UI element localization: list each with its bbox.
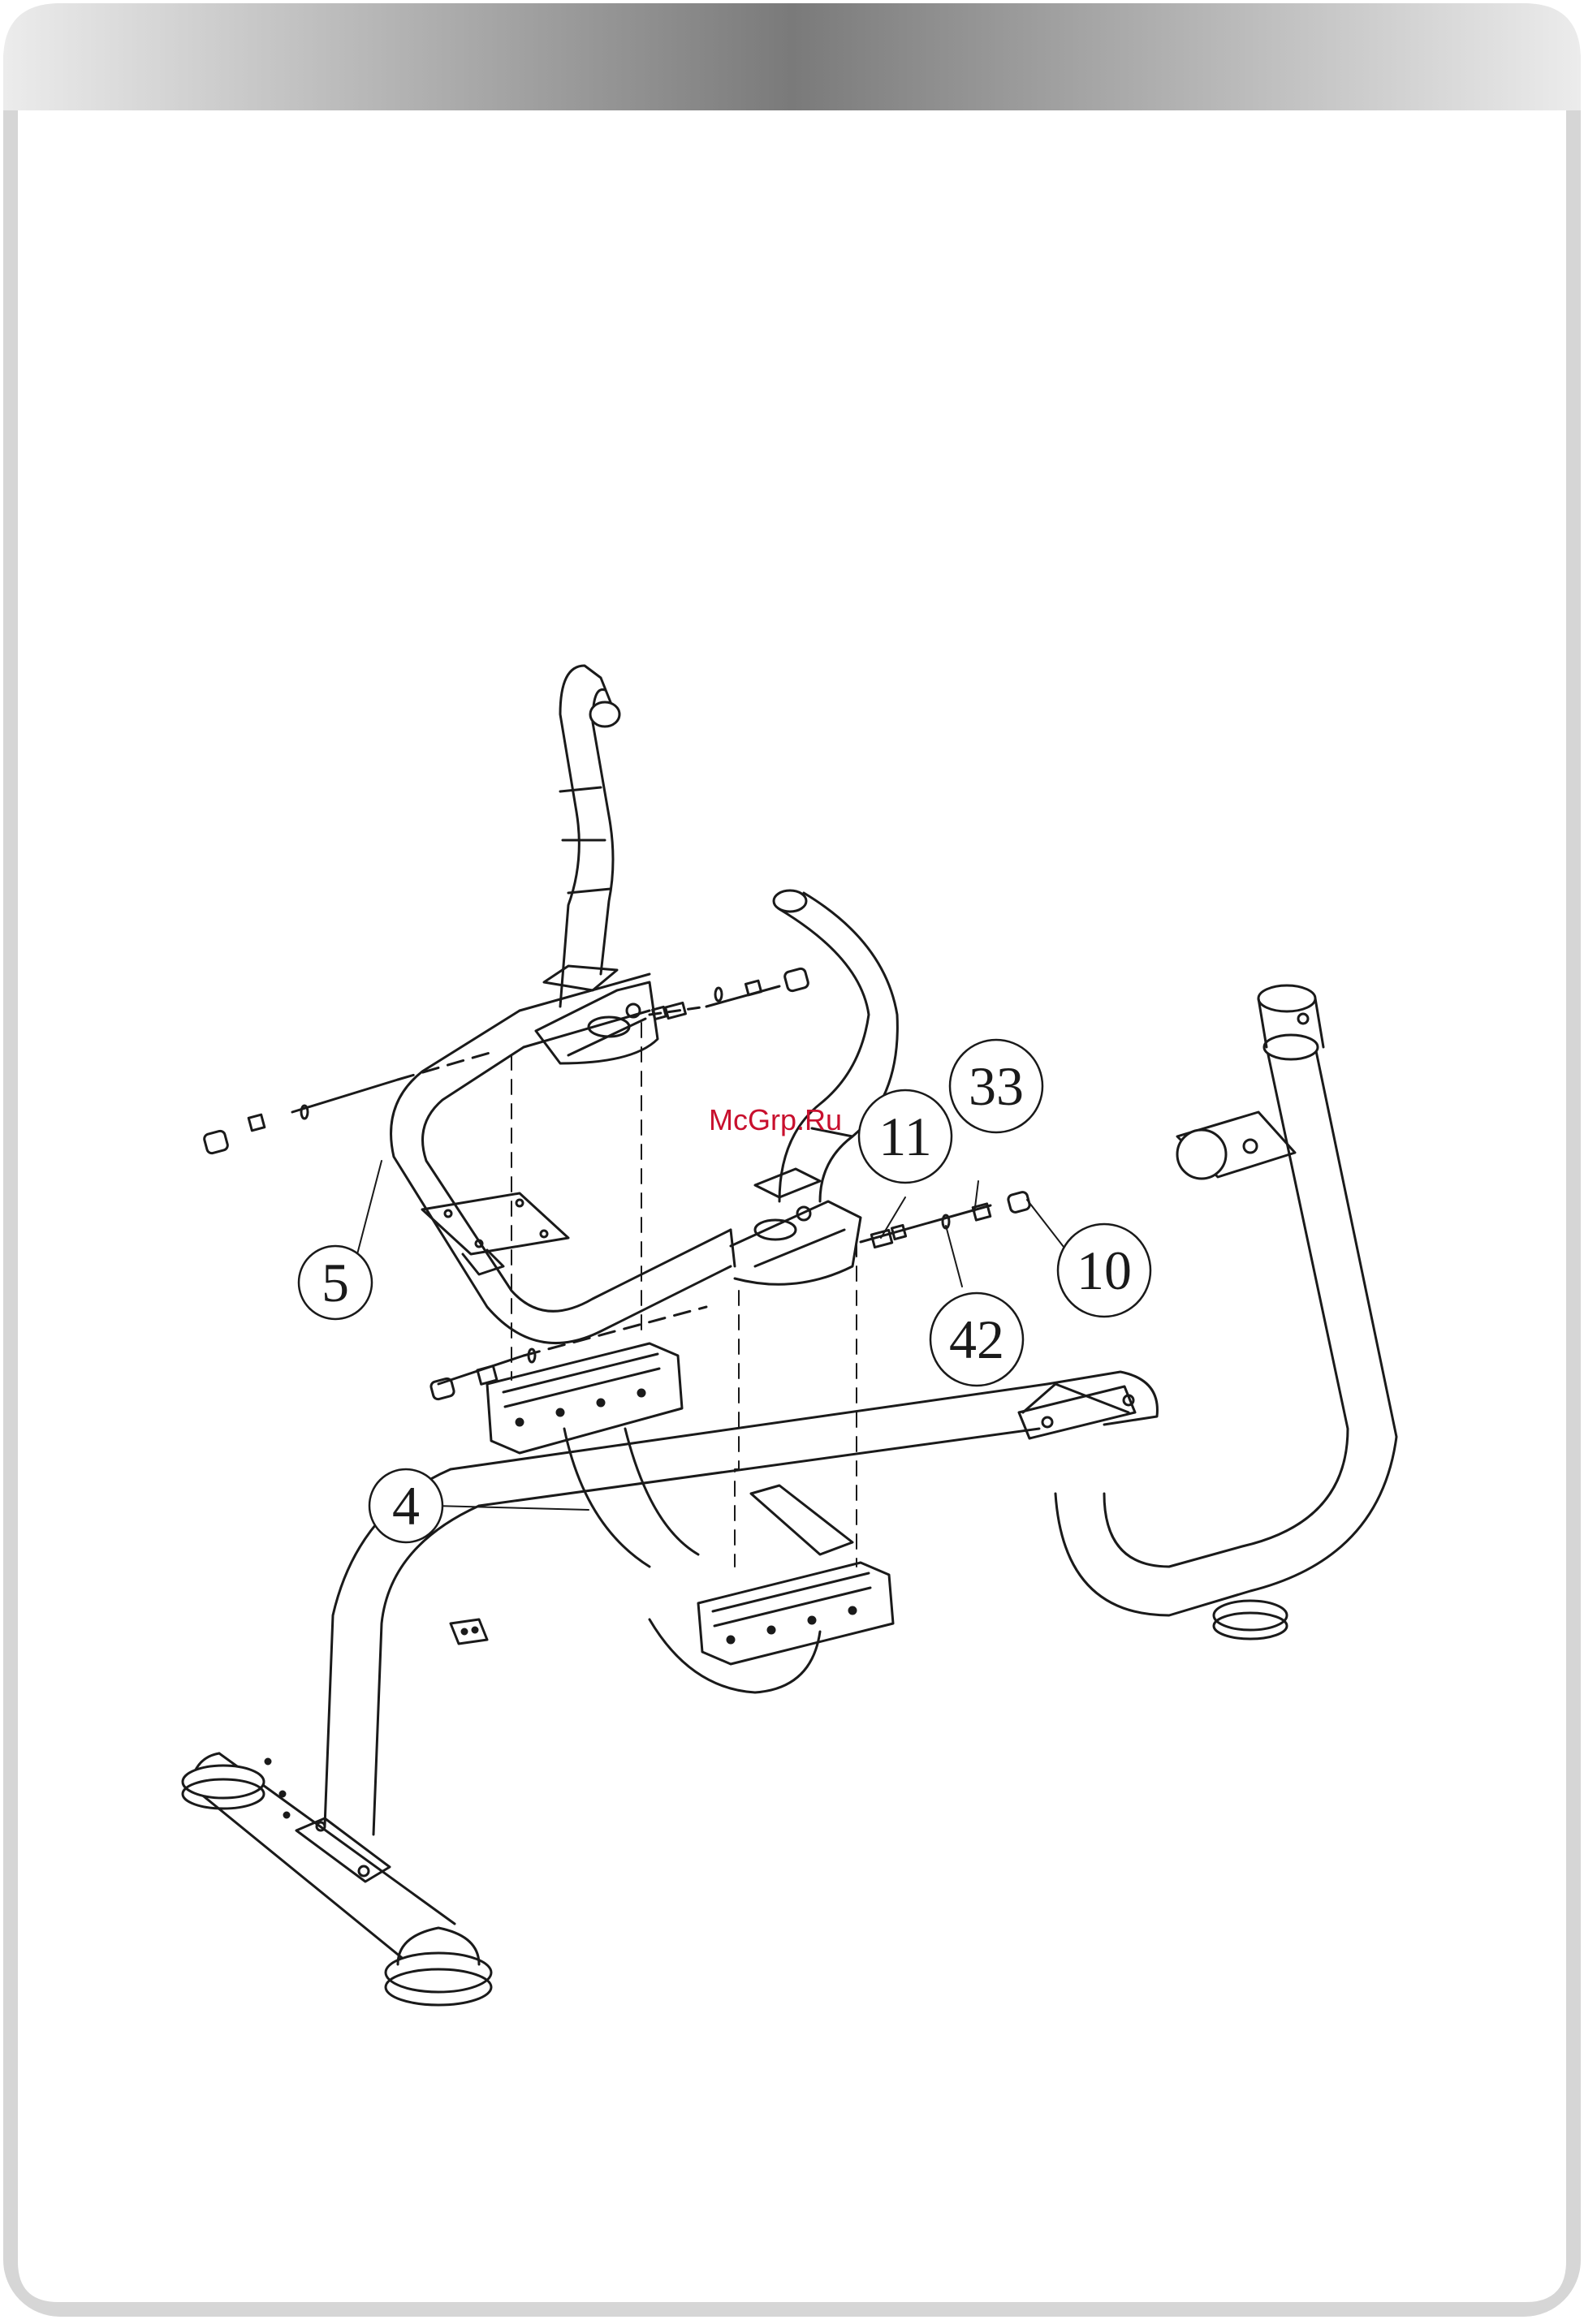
callout-label-33: 33 (969, 1055, 1024, 1117)
callout-label-5: 5 (322, 1252, 349, 1313)
callout-label-42: 42 (949, 1309, 1004, 1370)
callout-label-11: 11 (878, 1106, 931, 1167)
callout-label-10: 10 (1077, 1240, 1132, 1301)
page-frame (3, 3, 1581, 2317)
header-bar (3, 3, 1581, 110)
callout-label-4: 4 (392, 1475, 420, 1537)
watermark-text: McGrp.Ru (709, 1103, 842, 1136)
